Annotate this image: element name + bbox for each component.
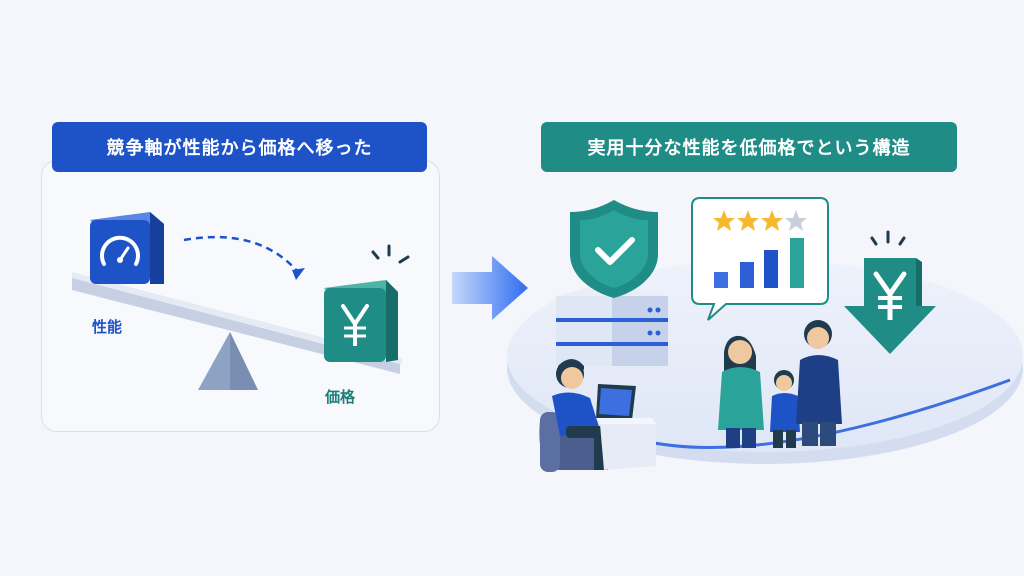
seesaw [72,272,402,390]
bar-2 [740,262,754,288]
yen-down-arrow-icon [844,230,936,354]
right-title-banner: 実用十分な性能を低価格でという構造 [541,122,957,172]
person-at-laptop [539,359,656,472]
seesaw-beam [72,278,400,374]
price-block [324,244,410,362]
price-label: 価格 [325,388,356,406]
bar-1 [714,272,728,288]
dashed-arrow-icon [183,235,305,280]
transition-arrow-icon [452,256,528,320]
left-title-banner: 競争軸が性能から価格へ移った [52,122,427,172]
star-icon-4 [785,210,807,231]
star-icon-2 [737,210,759,231]
star-icon-3 [761,210,783,231]
family [718,320,842,448]
performance-label: 性能 [92,318,123,336]
spark-icon [371,244,410,264]
shield-check-icon [570,200,658,298]
yen-icon [341,304,369,346]
star-icon-1 [713,210,735,231]
speedometer-icon [100,235,140,266]
bar-3 [764,250,778,288]
performance-block [90,212,164,284]
bar-4 [790,238,804,288]
rating-bubble [691,197,829,321]
